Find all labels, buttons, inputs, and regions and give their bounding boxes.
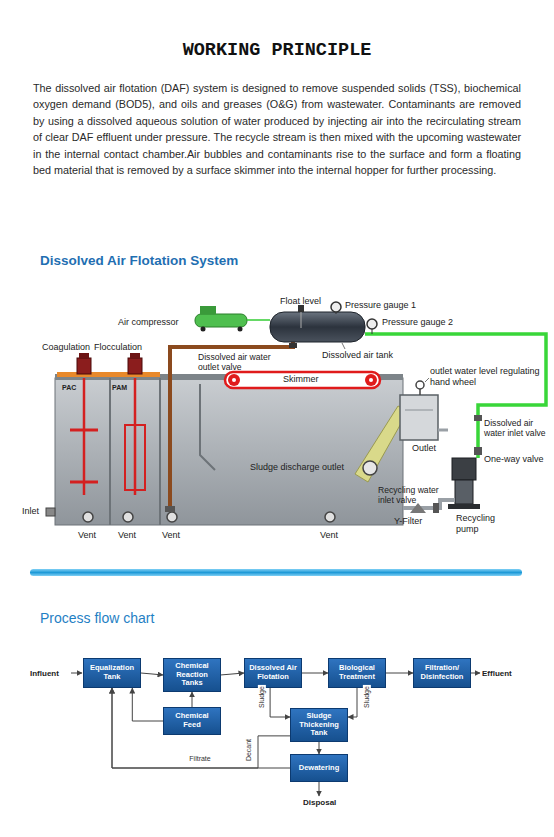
part-label: Flocculation <box>94 342 142 352</box>
part-label: Recycling water inlet valve <box>378 485 444 505</box>
part-label: Pressure gauge 1 <box>345 300 416 310</box>
part-label: Y-Filter <box>394 516 422 526</box>
part-label: Float level <box>280 296 321 306</box>
part-label: Air compressor <box>118 317 179 327</box>
part-label: Vent <box>118 530 136 540</box>
process-box: Sludge Thickening Tank <box>290 708 348 742</box>
section-heading: Dissolved Air Flotation System <box>40 253 238 269</box>
flow-connector <box>319 742 320 754</box>
section-heading: Process flow chart <box>40 610 154 626</box>
part-label: Vent <box>162 530 180 540</box>
edge-label: Decant <box>245 738 253 762</box>
intro-paragraph: The dissolved air flotation (DAF) system… <box>33 80 521 178</box>
process-box: Chemical Feed <box>163 707 221 735</box>
process-box: Filtration/ Disinfection <box>413 658 471 688</box>
box-text: Chemical Reaction Tanks <box>167 662 217 688</box>
process-box: Equalization Tank <box>83 658 141 688</box>
part-label: Dissolved air water inlet valve <box>484 418 550 438</box>
process-box: Chemical Reaction Tanks <box>163 658 221 692</box>
part-label: Pressure gauge 2 <box>382 317 453 327</box>
chemical-label: PAM <box>112 384 127 392</box>
chemical-label: PAC <box>62 384 76 392</box>
part-label: Dissolved air water outlet valve <box>198 352 292 372</box>
box-text: Dewatering <box>299 764 339 773</box>
process-box: Biological Treatment <box>328 658 386 688</box>
part-label: outlet water level regulating hand wheel <box>430 366 542 388</box>
part-label: Inlet <box>22 506 39 516</box>
box-text: Equalization Tank <box>87 664 137 681</box>
box-text: Chemical Feed <box>167 712 217 729</box>
part-label: Dissolved air tank <box>322 350 393 360</box>
part-label: Vent <box>78 530 96 540</box>
flow-connector <box>270 688 290 717</box>
box-text: Biological Treatment <box>332 664 382 681</box>
part-label: Recycling pump <box>456 513 506 535</box>
edge-label: Sludge <box>258 685 266 709</box>
flow-connector <box>386 673 413 674</box>
process-box: Dewatering <box>290 754 348 782</box>
flow-connector <box>221 673 244 675</box>
process-box: Dissolved Air Flotation <box>244 658 302 688</box>
flow-connector <box>302 673 328 674</box>
part-label: One-way valve <box>484 454 544 464</box>
part-label: Outlet <box>412 443 436 453</box>
box-text: Sludge Thickening Tank <box>294 712 344 738</box>
flow-terminal: Disposal <box>303 798 336 807</box>
flow-connector <box>141 673 163 675</box>
flow-connector <box>132 688 163 721</box>
part-label: Vent <box>320 530 338 540</box>
flow-terminal: Effluent <box>482 669 512 678</box>
flow-connector <box>348 688 357 717</box>
part-label: Coagulation <box>42 342 90 352</box>
box-text: Filtration/ Disinfection <box>417 664 467 681</box>
edge-label: Sludge <box>363 685 371 709</box>
box-text: Dissolved Air Flotation <box>248 664 298 681</box>
part-label: Sludge discharge outlet <box>250 462 344 472</box>
edge-label: Filtrate <box>188 755 211 763</box>
part-label: Skimmer <box>283 374 319 384</box>
flow-connector <box>192 692 193 707</box>
flow-terminal: Influent <box>30 669 59 678</box>
page-title: WORKING PRINCIPLE <box>0 40 554 61</box>
